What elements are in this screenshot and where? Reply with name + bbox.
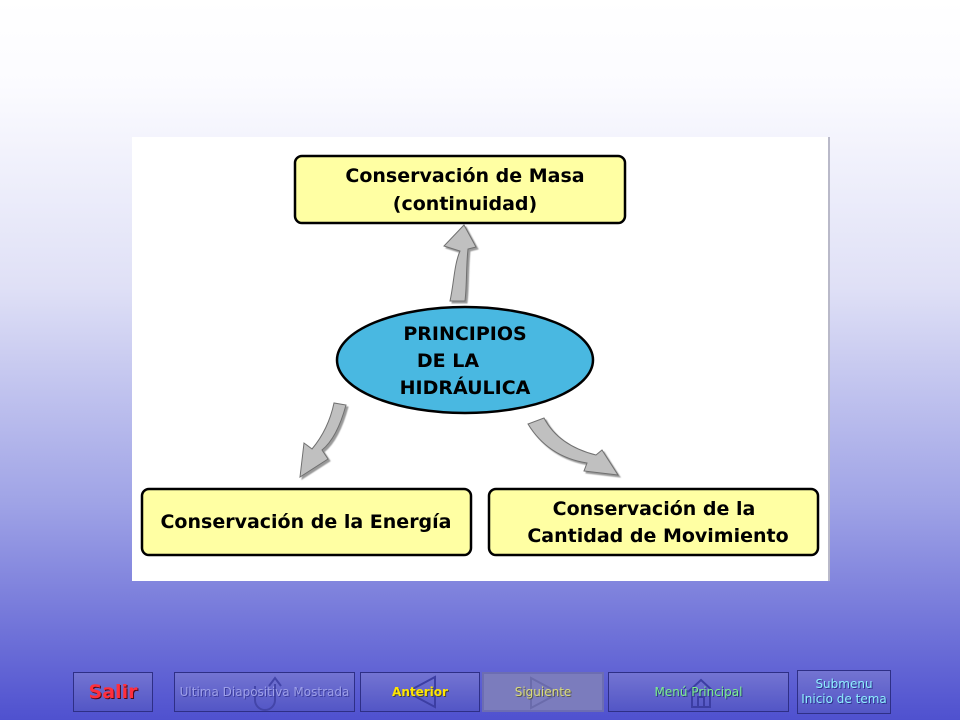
anterior-label: Anterior xyxy=(392,685,448,699)
box-movimiento-line1: Conservación de la xyxy=(553,498,756,520)
siguiente-label: Siguiente xyxy=(514,685,572,699)
ellipse-line1: PRINCIPIOS xyxy=(403,323,526,345)
ellipse-principios: PRINCIPIOS DE LA HIDRÁULICA xyxy=(335,305,595,415)
box-masa-line2: (continuidad) xyxy=(393,193,537,215)
arrow-up xyxy=(443,224,477,302)
box-conservacion-masa: Conservación de Masa (continuidad) xyxy=(293,154,627,225)
ultima-label: Ultima Diapositiva Mostrada xyxy=(179,685,350,699)
submenu-label-line2: Inicio de tema xyxy=(801,692,887,706)
menu-principal-button[interactable]: Menú Principal xyxy=(608,672,789,712)
salir-label: Salir xyxy=(88,681,138,703)
submenu-button[interactable]: Submenu Inicio de tema xyxy=(797,670,891,714)
menu-label: Menú Principal xyxy=(654,685,743,699)
arrow-down-right xyxy=(527,417,619,476)
ellipse-line2: DE LA xyxy=(417,350,479,372)
box-movimiento-line2: Cantidad de Movimiento xyxy=(527,525,788,547)
hydraulics-diagram: Conservación de Masa (continuidad) PRINC… xyxy=(140,154,820,557)
box-conservacion-energia: Conservación de la Energía xyxy=(140,487,473,557)
salir-button[interactable]: Salir xyxy=(73,672,153,712)
arrow-down-left xyxy=(299,402,347,478)
box-energia-line1: Conservación de la Energía xyxy=(160,511,451,533)
submenu-label-line1: Submenu xyxy=(815,677,873,691)
triangle-right-icon xyxy=(530,676,562,710)
house-icon xyxy=(687,678,715,708)
slide-area: Conservación de Masa (continuidad) PRINC… xyxy=(132,137,830,581)
anterior-button[interactable]: Anterior xyxy=(360,672,480,712)
undo-arrow-icon xyxy=(254,676,282,711)
box-masa-line1: Conservación de Masa xyxy=(345,165,584,187)
ellipse-line3: HIDRÁULICA xyxy=(400,376,531,399)
ultima-diapositiva-button[interactable]: Ultima Diapositiva Mostrada xyxy=(174,672,355,712)
triangle-left-icon xyxy=(404,675,436,709)
siguiente-button[interactable]: Siguiente xyxy=(482,672,604,712)
box-conservacion-movimiento: Conservación de la Cantidad de Movimient… xyxy=(487,487,820,557)
